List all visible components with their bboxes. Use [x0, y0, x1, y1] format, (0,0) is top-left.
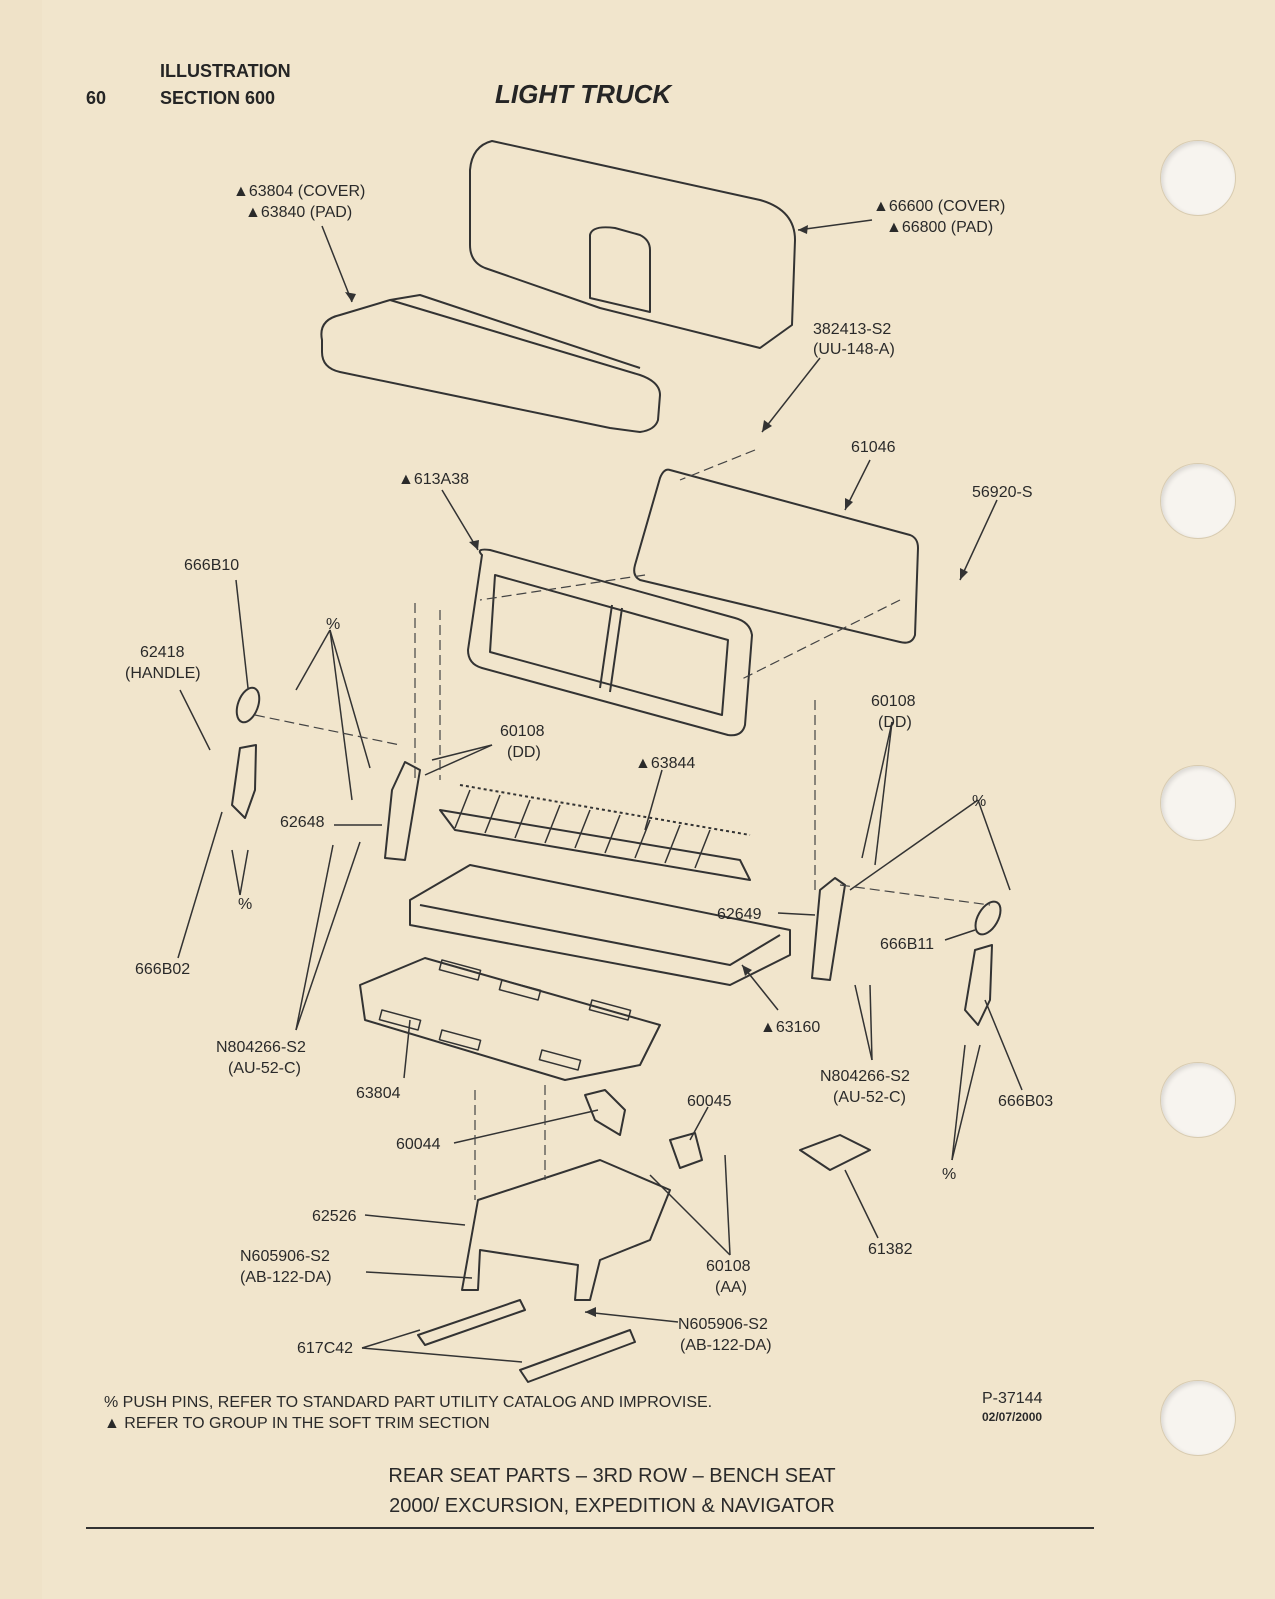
- seat-frame: [409, 864, 791, 986]
- label-60108-dd-left: 60108: [500, 723, 545, 740]
- latch-60044: [584, 1089, 626, 1136]
- page-title: LIGHT TRUCK: [495, 79, 672, 109]
- label-382413-s2: 382413-S2: [813, 321, 892, 338]
- label-dd-right: (DD): [878, 714, 912, 731]
- binder-hole: [1160, 463, 1236, 539]
- label-n804266-left: N804266-S2: [216, 1039, 306, 1056]
- label-56920-s: 56920-S: [972, 484, 1033, 501]
- label-au-52-c-right: (AU-52-C): [833, 1089, 906, 1106]
- label-60108-aa: 60108: [706, 1258, 751, 1275]
- label-cover-pad-left-1: ▲63804 (COVER): [233, 183, 366, 200]
- catalog-page: [42, 0, 1275, 1599]
- label-uu-148-a: (UU-148-A): [813, 341, 895, 358]
- caption-line2: 2000/ EXCURSION, EXPEDITION & NAVIGATOR: [389, 1495, 835, 1517]
- label-handle: (HANDLE): [125, 665, 201, 682]
- label-63844: ▲63844: [635, 755, 696, 772]
- right-side-trim: [964, 944, 993, 1026]
- left-hinge-bracket: [384, 761, 421, 861]
- binder-hole: [1160, 765, 1236, 841]
- bezel-61382: [799, 1134, 871, 1171]
- label-push-pin-4: %: [942, 1166, 957, 1183]
- seat-bottom-cushion: [320, 299, 661, 433]
- back-panel: [633, 468, 919, 644]
- label-666b03: 666B03: [998, 1093, 1054, 1110]
- page-number: 60: [86, 88, 107, 108]
- label-ab-122-da-left: (AB-122-DA): [240, 1269, 332, 1286]
- footnote-soft-trim: ▲ REFER TO GROUP IN THE SOFT TRIM SECTIO…: [104, 1415, 490, 1432]
- binder-hole: [1160, 1380, 1236, 1456]
- label-62649: 62649: [717, 906, 762, 923]
- label-push-pin-1: %: [326, 616, 341, 633]
- seat-riser: [461, 1159, 671, 1301]
- left-handle: [235, 686, 261, 724]
- caption-rule: [86, 1527, 1094, 1529]
- label-63160: ▲63160: [760, 1019, 821, 1036]
- label-aa: (AA): [715, 1279, 747, 1296]
- label-60108-dd-right: 60108: [871, 693, 916, 710]
- seat-back-cushion: [469, 140, 796, 349]
- label-666b10: 666B10: [184, 557, 240, 574]
- label-cover-pad-right-2: ▲66800 (PAD): [886, 219, 994, 236]
- seat-back-frame: [467, 548, 753, 737]
- label-cover-pad-right-1: ▲66600 (COVER): [873, 198, 1006, 215]
- binder-hole: [1160, 140, 1236, 216]
- track-lower: [519, 1329, 636, 1383]
- right-handle: [974, 900, 1002, 936]
- left-side-trim: [231, 744, 257, 819]
- label-61046: 61046: [851, 439, 896, 456]
- label-push-pin-2: %: [238, 896, 253, 913]
- label-61382: 61382: [868, 1241, 913, 1258]
- label-n804266-right: N804266-S2: [820, 1068, 910, 1085]
- track-upper: [417, 1299, 526, 1346]
- label-push-pin-3: %: [972, 793, 987, 810]
- seat-bottom-board: [359, 957, 661, 1081]
- section-label-line2: SECTION 600: [160, 88, 276, 108]
- right-hinge-bracket: [811, 877, 846, 981]
- caption-line1: REAR SEAT PARTS – 3RD ROW – BENCH SEAT: [388, 1465, 836, 1487]
- label-n605906-left: N605906-S2: [240, 1248, 330, 1265]
- label-62418: 62418: [140, 644, 185, 661]
- label-613a38: ▲613A38: [398, 471, 469, 488]
- section-label-line1: ILLUSTRATION: [160, 61, 291, 81]
- label-666b11: 666B11: [880, 936, 934, 953]
- footnote-push-pins: % PUSH PINS, REFER TO STANDARD PART UTIL…: [104, 1394, 713, 1411]
- latch-60045: [669, 1132, 703, 1169]
- label-n605906-right: N605906-S2: [678, 1316, 768, 1333]
- label-62526: 62526: [312, 1208, 357, 1225]
- label-62648: 62648: [280, 814, 325, 831]
- label-cover-pad-left-2: ▲63840 (PAD): [245, 204, 353, 221]
- label-666b02: 666B02: [135, 961, 191, 978]
- label-ab-122-da-right: (AB-122-DA): [680, 1337, 772, 1354]
- figure-date: 02/07/2000: [982, 1410, 1043, 1424]
- label-dd-left: (DD): [507, 744, 541, 761]
- label-63804: 63804: [356, 1085, 401, 1102]
- figure-id: P-37144: [982, 1390, 1043, 1407]
- label-60044: 60044: [396, 1136, 441, 1153]
- label-60045: 60045: [687, 1093, 732, 1110]
- label-617c42: 617C42: [297, 1340, 354, 1357]
- binder-hole: [1160, 1062, 1236, 1138]
- label-au-52-c-left: (AU-52-C): [228, 1060, 301, 1077]
